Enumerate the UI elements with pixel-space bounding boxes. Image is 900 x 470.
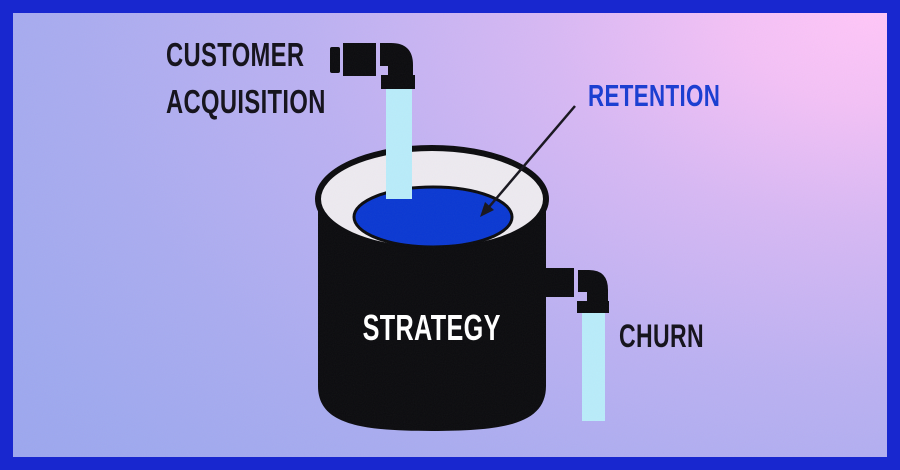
strategy-label: STRATEGY bbox=[362, 307, 502, 348]
water-surface bbox=[352, 185, 514, 249]
customer-acquisition-label: CUSTOMER ACQUISITION bbox=[166, 31, 388, 125]
churn-collar-icon bbox=[577, 301, 609, 313]
inflow-water-stream bbox=[386, 89, 412, 199]
churn-water-stream bbox=[582, 313, 605, 421]
customer-acquisition-line2: ACQUISITION bbox=[166, 83, 326, 120]
retention-label: RETENTION bbox=[588, 78, 721, 113]
customer-acquisition-line1: CUSTOMER bbox=[166, 36, 305, 73]
churn-label: CHURN bbox=[619, 318, 704, 354]
churn-elbow-icon bbox=[578, 270, 608, 302]
